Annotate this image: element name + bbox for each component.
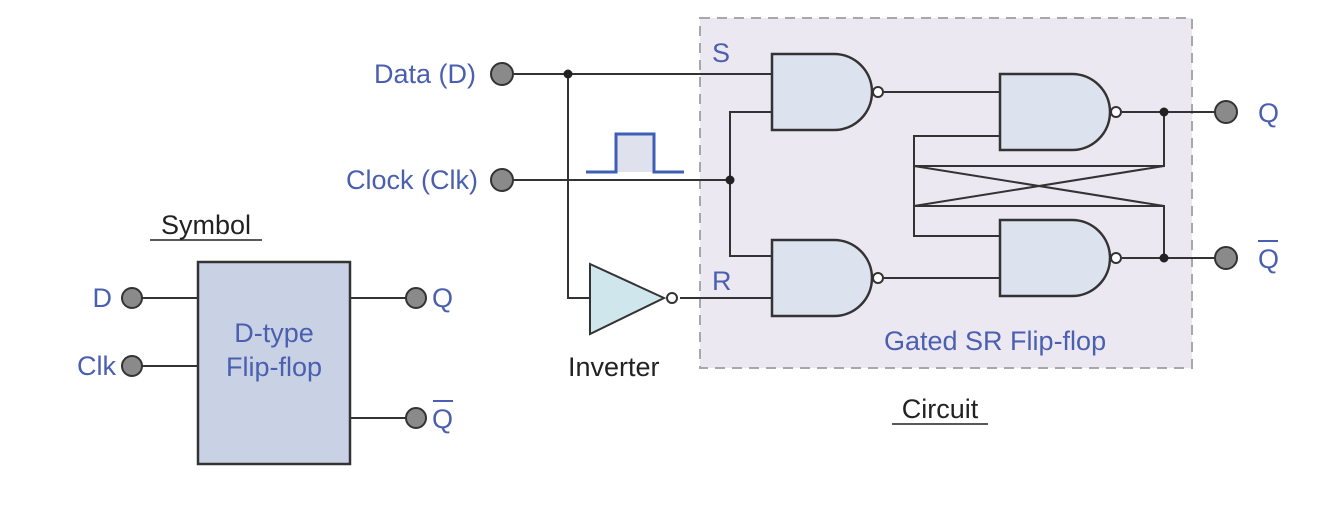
junction-dot (1159, 107, 1169, 117)
junction-dot (563, 69, 573, 79)
symbol-q-bar-pin (405, 407, 427, 429)
clock-input-pin (490, 168, 514, 192)
nand-gate-s (770, 52, 874, 132)
q-bar-output-label: Q (1258, 244, 1279, 274)
circuit-caption: Circuit (902, 394, 979, 424)
junction-dot (725, 175, 735, 185)
r-signal-label: R (712, 266, 732, 296)
symbol-q-bar-label: Q (432, 404, 453, 434)
symbol-d-label: D (93, 283, 113, 313)
junction-dot (1159, 253, 1169, 263)
q-bar-output-pin (1214, 246, 1238, 270)
nand-bubble (872, 272, 884, 284)
flipflop-region-label: Gated SR Flip-flop (884, 326, 1106, 356)
nand-gate-q-bar (998, 218, 1112, 298)
nand-gate-r (770, 238, 874, 318)
symbol-clk-label: Clk (77, 351, 116, 381)
symbol-q-label: Q (432, 283, 453, 313)
q-output-label: Q (1258, 98, 1279, 128)
block-label-line1: D-type (234, 318, 314, 348)
nand-bubble (1110, 106, 1122, 118)
nand-bubble (872, 86, 884, 98)
block-label-line2: Flip-flop (226, 352, 322, 382)
inverter-label: Inverter (568, 352, 660, 382)
s-signal-label: S (712, 38, 730, 68)
symbol-d-pin (121, 287, 143, 309)
symbol-caption: Symbol (161, 210, 251, 240)
clock-input-label: Clock (Clk) (346, 165, 478, 195)
inverter-gate (589, 262, 667, 336)
nand-bubble (1110, 252, 1122, 264)
inverter-bubble (666, 292, 678, 304)
clock-pulse-icon (586, 132, 684, 174)
q-output-pin (1214, 100, 1238, 124)
data-input-label: Data (D) (374, 59, 476, 89)
symbol-q-pin (405, 287, 427, 309)
data-input-pin (490, 62, 514, 86)
d-flip-flop-block (196, 260, 352, 466)
symbol-clk-pin (121, 355, 143, 377)
nand-gate-q (998, 72, 1112, 152)
